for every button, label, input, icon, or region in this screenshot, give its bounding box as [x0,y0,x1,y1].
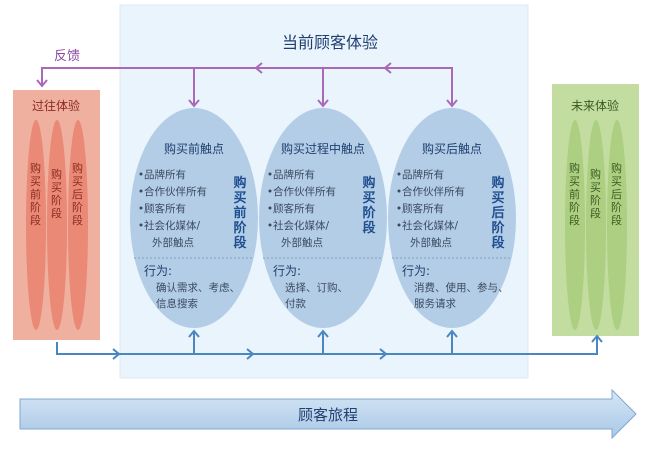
touchpoint-item: 社会化媒体/ [402,219,458,232]
touchpoint-item: 外部触点 [410,236,452,249]
behavior-text: 信息搜索 [156,297,198,310]
bullet-icon [139,189,143,193]
future-stage-columns [565,120,627,330]
bullet-icon [139,172,143,176]
bullet-icon [397,172,401,176]
touchpoint-item: 品牌所有 [402,168,444,181]
future-stage-column [565,120,585,330]
future-title: 未来体验 [571,98,619,113]
past-stage-label: 购买前阶段 [30,162,41,227]
behavior-text: 选择、订购、 [285,281,348,294]
touchpoint-ellipse [388,108,516,328]
touchpoint-item: 外部触点 [281,236,323,249]
touchpoint-title: 购买过程中触点 [281,141,365,156]
bullet-icon [268,189,272,193]
future-stage-column [607,120,627,330]
feedback-label: 反馈 [54,49,80,64]
touchpoint-item: 顾客所有 [144,202,186,215]
bullet-icon [268,206,272,210]
touchpoint-title: 购买后触点 [422,141,482,156]
touchpoint-item: 顾客所有 [273,202,315,215]
future-stage-column [586,120,606,330]
touchpoint-item: 合作伙伴所有 [402,185,465,198]
journey-label: 顾客旅程 [298,406,358,424]
touchpoint-ellipse [259,108,387,328]
behavior-text: 确认需求、考虑、 [156,281,240,294]
past-stage-columns [26,120,88,330]
behavior-label: 行为: [144,264,172,278]
behavior-text: 付款 [285,297,306,310]
past-title: 过往体验 [32,98,80,113]
touchpoint-stage-label: 购买前阶段 [233,176,247,251]
touchpoint-item: 品牌所有 [273,168,315,181]
touchpoint-item: 社会化媒体/ [273,219,329,232]
bullet-icon [268,223,272,227]
bullet-icon [397,206,401,210]
past-stage-column [68,120,88,330]
behavior-text: 消费、使用、参与、 [414,281,509,294]
touchpoint-item: 外部触点 [152,236,194,249]
bullet-icon [397,189,401,193]
past-stage-column [47,120,67,330]
future-stage-label: 购买前阶段 [569,162,580,227]
touchpoint-item: 顾客所有 [402,202,444,215]
center-title: 当前顾客体验 [282,33,378,52]
touchpoint-title: 购买前触点 [164,141,224,156]
touchpoint-item: 社会化媒体/ [144,219,200,232]
future-stage-label: 购买阶段 [590,168,601,220]
bullet-icon [139,206,143,210]
touchpoint-stage-label: 购买后阶段 [491,176,505,251]
future-stage-label: 购买后阶段 [611,162,622,227]
past-stage-label: 购买后阶段 [72,162,83,227]
bullet-icon [139,223,143,227]
feedback-arrows [36,62,458,108]
behavior-text: 服务请求 [414,297,456,310]
bullet-icon [268,172,272,176]
past-stage-label: 购买阶段 [51,168,62,220]
touchpoint-item: 品牌所有 [144,168,186,181]
touchpoint-stage-label: 购买阶段 [362,176,376,236]
customer-journey-arrow [19,388,637,440]
touchpoint-ellipse [130,108,258,328]
behavior-label: 行为: [273,264,301,278]
flow-arrows [56,329,603,360]
touchpoint-item: 合作伙伴所有 [273,185,336,198]
touchpoint-item: 合作伙伴所有 [144,185,207,198]
past-stage-column [26,120,46,330]
bullet-icon [397,223,401,227]
behavior-label: 行为: [402,264,430,278]
